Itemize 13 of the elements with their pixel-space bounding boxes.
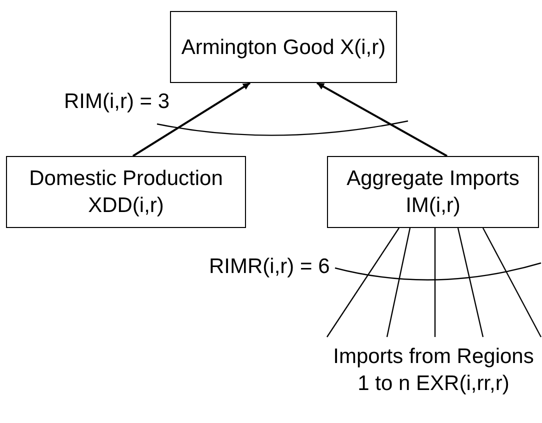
node-text: Imports from Regions 1 to n EXR(i,rr,r) (332, 344, 535, 397)
connector-line (434, 228, 436, 337)
connector-line (482, 228, 542, 338)
process-box: Aggregate Imports IM(i,r) (327, 156, 539, 228)
connector-line (326, 228, 400, 338)
arrow (316, 82, 448, 157)
connector-line (457, 228, 484, 338)
elasticity-label: RIM(i,r) = 3 (64, 90, 170, 114)
arrow (132, 82, 251, 157)
connector-line (386, 228, 411, 338)
process-box: Armington Good X(i,r) (170, 11, 397, 83)
process-box: Domestic Production XDD(i,r) (6, 156, 246, 228)
elasticity-label: RIMR(i,r) = 6 (209, 255, 330, 279)
